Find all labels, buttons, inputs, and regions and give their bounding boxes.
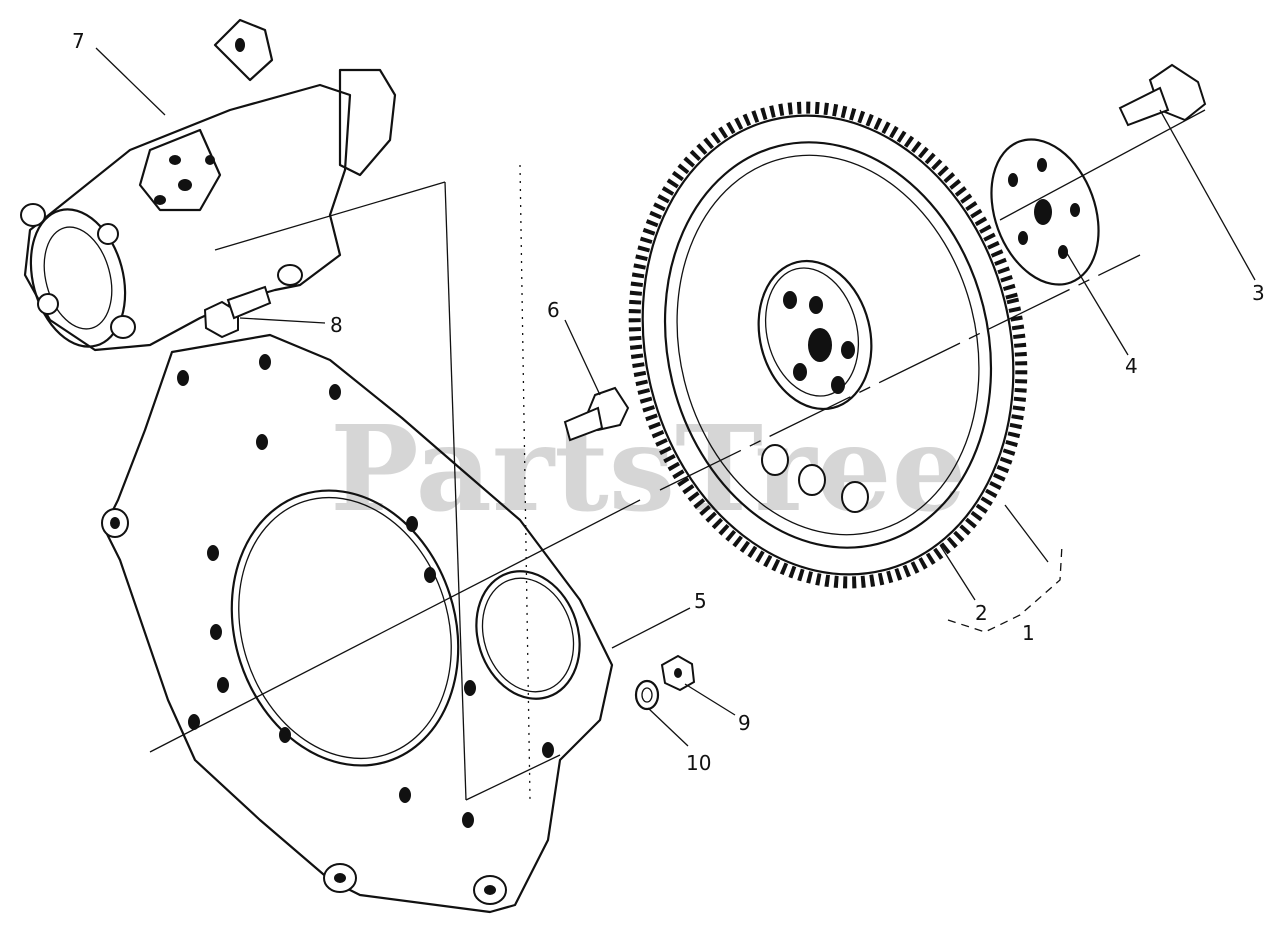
starter-motor[interactable] [16,18,397,357]
lock-washer[interactable] [634,679,660,711]
starter-bolt[interactable] [203,285,272,339]
watermark-text: PartsTree [330,399,967,538]
end-plate-bolt[interactable] [563,386,630,442]
hex-nut[interactable] [660,654,696,692]
callout-2: 2 [975,601,988,625]
callout-4: 4 [1125,354,1138,378]
ring-gear[interactable] [586,66,1071,624]
callout-6: 6 [547,298,560,322]
engine-end-plate[interactable] [101,333,614,914]
callout-5: 5 [694,589,707,613]
callout-8: 8 [330,313,343,337]
flywheel-washer-plate[interactable] [972,124,1117,299]
callout-leaders [95,47,1256,747]
callout-1: 1 [1022,621,1035,645]
callout-9: 9 [738,711,751,735]
callout-3: 3 [1252,281,1265,305]
callout-7: 7 [72,29,85,53]
center-lines [149,109,1206,801]
callout-labels: 1 2 3 4 5 6 7 8 9 10 [72,29,1265,775]
flywheel-assembly[interactable] [586,66,1071,624]
flywheel-bolt[interactable] [1118,63,1207,127]
callout-10: 10 [686,751,711,775]
